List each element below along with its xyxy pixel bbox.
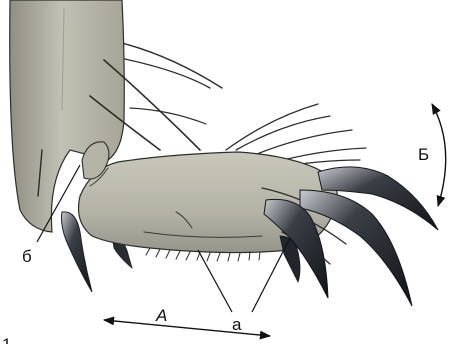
label-a-pointer-left	[198, 250, 232, 312]
figure-number: 1	[2, 335, 11, 344]
label-A: A	[155, 306, 167, 325]
label-B: Б	[418, 145, 429, 164]
rotation-arrow-B	[432, 104, 446, 206]
tibia-setae	[118, 42, 222, 124]
dimension-arrow-A	[104, 320, 270, 336]
label-a: а	[232, 315, 242, 334]
label-b: б	[22, 247, 32, 266]
